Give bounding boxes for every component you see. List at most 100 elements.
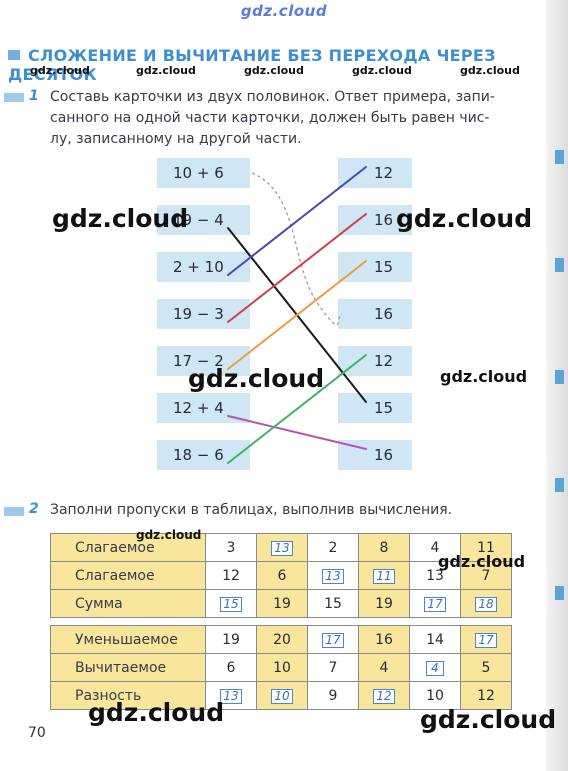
answer-box[interactable]: 12	[373, 688, 395, 704]
edge-tab	[555, 586, 564, 600]
right-card[interactable]: 16	[338, 205, 412, 235]
watermark: gdz.cloud	[188, 364, 325, 393]
edge-tab	[555, 478, 564, 492]
left-card[interactable]: 12 + 4	[157, 393, 250, 423]
table-cell: 20	[256, 625, 308, 654]
watermark: gdz.cloud	[440, 367, 528, 386]
watermark: gdz.cloud	[136, 528, 202, 542]
table-cell[interactable]: 13	[256, 533, 308, 562]
page-number: 70	[28, 725, 46, 741]
table-cell: 5	[460, 653, 512, 682]
watermark: gdz.cloud	[460, 64, 520, 77]
table-cell[interactable]: 15	[205, 589, 257, 618]
table-cell: 12	[205, 561, 257, 590]
table-cell[interactable]: 17	[307, 625, 359, 654]
right-card[interactable]: 15	[338, 393, 412, 423]
task1-number: 1	[29, 88, 39, 104]
table-cell: 10	[256, 653, 308, 682]
task2-number: 2	[29, 501, 39, 517]
right-card[interactable]: 15	[338, 252, 412, 282]
task1-text: Составь карточки из двух половинок. Отве…	[50, 87, 495, 150]
edge-tab	[555, 150, 564, 164]
table-cell[interactable]: 17	[409, 589, 461, 618]
right-card[interactable]: 12	[338, 346, 412, 376]
table-cell: 15	[307, 589, 359, 618]
page-edge	[546, 0, 568, 771]
right-card[interactable]: 12	[338, 158, 412, 188]
match-line	[227, 415, 367, 450]
left-card[interactable]: 17 − 2	[157, 346, 250, 376]
table-cell: 7	[307, 653, 359, 682]
answer-box[interactable]: 11	[373, 568, 395, 584]
row-label: Разность	[50, 681, 206, 710]
table-cell[interactable]: 11	[358, 561, 410, 590]
row-label: Сумма	[50, 589, 206, 618]
table-cell: 6	[205, 653, 257, 682]
answer-box[interactable]: 4	[426, 660, 444, 676]
match-line	[227, 260, 367, 370]
answer-box[interactable]: 17	[475, 632, 497, 648]
left-card[interactable]: 19 − 4	[157, 205, 250, 235]
row-label: Слагаемое	[50, 561, 206, 590]
table-cell[interactable]: 13	[205, 681, 257, 710]
task2-marker	[4, 507, 24, 516]
answer-box[interactable]: 15	[220, 596, 242, 612]
section-title-text: СЛОЖЕНИЕ И ВЫЧИТАНИЕ БЕЗ ПЕРЕХОДА ЧЕРЕЗ …	[8, 46, 496, 84]
answer-box[interactable]: 13	[271, 540, 293, 556]
watermark: gdz.cloud	[244, 64, 304, 77]
table-cell: 16	[358, 625, 410, 654]
left-card[interactable]: 19 − 3	[157, 299, 250, 329]
table-cell: 12	[460, 681, 512, 710]
match-line	[251, 172, 343, 326]
answer-box[interactable]: 13	[220, 688, 242, 704]
table-cell: 2	[307, 533, 359, 562]
row-label: Уменьшаемое	[50, 625, 206, 654]
answer-box[interactable]: 18	[475, 596, 497, 612]
answer-box[interactable]: 17	[424, 596, 446, 612]
left-card[interactable]: 2 + 10	[157, 252, 250, 282]
table-cell: 9	[307, 681, 359, 710]
watermark: gdz.cloud	[88, 698, 225, 727]
watermark: gdz.cloud	[136, 64, 196, 77]
site-watermark-top[interactable]: gdz.cloud	[240, 2, 328, 20]
table-cell: 14	[409, 625, 461, 654]
section-title: СЛОЖЕНИЕ И ВЫЧИТАНИЕ БЕЗ ПЕРЕХОДА ЧЕРЕЗ …	[8, 46, 568, 84]
section-marker	[8, 50, 20, 60]
answer-box[interactable]: 13	[322, 568, 344, 584]
table-cell: 4	[358, 653, 410, 682]
left-card[interactable]: 10 + 6	[157, 158, 250, 188]
answer-box[interactable]: 10	[271, 688, 293, 704]
watermark: gdz.cloud	[30, 64, 90, 77]
watermark: gdz.cloud	[438, 552, 526, 571]
right-card[interactable]: 16	[338, 299, 412, 329]
table-cell[interactable]: 18	[460, 589, 512, 618]
match-line	[227, 354, 367, 464]
table-cell: 19	[358, 589, 410, 618]
watermark: gdz.cloud	[396, 204, 533, 233]
edge-tab	[555, 370, 564, 384]
table-cell[interactable]: 4	[409, 653, 461, 682]
task1-line: Составь карточки из двух половинок. Отве…	[50, 89, 495, 105]
table-cell[interactable]: 12	[358, 681, 410, 710]
table-cell: 4	[409, 533, 461, 562]
row-label: Вычитаемое	[50, 653, 206, 682]
table-cell[interactable]: 17	[460, 625, 512, 654]
table-cell: 6	[256, 561, 308, 590]
table-cell: 19	[205, 625, 257, 654]
match-line	[227, 166, 367, 276]
task1-marker	[4, 93, 24, 102]
left-card[interactable]: 18 − 6	[157, 440, 250, 470]
answer-box[interactable]: 17	[322, 632, 344, 648]
task1-line: санного на одной части карточки, должен …	[50, 110, 490, 126]
table-cell[interactable]: 13	[307, 561, 359, 590]
watermark: gdz.cloud	[420, 705, 557, 734]
table-cell: 11	[460, 533, 512, 562]
table-cell[interactable]: 10	[256, 681, 308, 710]
